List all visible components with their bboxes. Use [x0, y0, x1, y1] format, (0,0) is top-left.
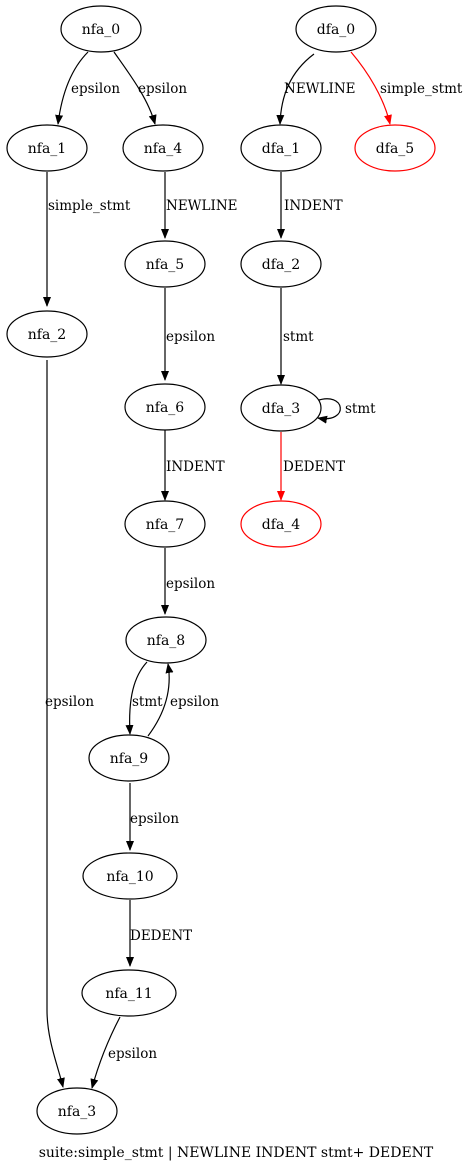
nfa-nodes: nfa_0 nfa_1 nfa_4 nfa_5 nfa_2 nfa_6 nfa_… — [6, 5, 207, 1135]
node-nfa-2[interactable]: nfa_2 — [6, 310, 88, 358]
edge-label-nfa11-nfa3: epsilon — [108, 1046, 157, 1062]
node-label: dfa_1 — [262, 141, 300, 157]
node-label: dfa_3 — [262, 401, 300, 417]
node-dfa-2[interactable]: dfa_2 — [240, 240, 322, 288]
edge-label-nfa10-nfa11: DEDENT — [130, 928, 192, 944]
edge-nfa11-nfa3 — [90, 1016, 121, 1089]
node-nfa-10[interactable]: nfa_10 — [82, 852, 178, 900]
node-nfa-6[interactable]: nfa_6 — [124, 383, 206, 431]
node-dfa-4-accepting[interactable]: dfa_4 — [240, 500, 322, 548]
node-nfa-7[interactable]: nfa_7 — [124, 500, 206, 548]
edge-label-nfa9-nfa8: epsilon — [170, 694, 219, 710]
node-label: dfa_0 — [317, 22, 355, 38]
edge-label-dfa0-dfa5: simple_stmt — [380, 81, 463, 97]
node-label: nfa_4 — [144, 141, 183, 157]
node-dfa-0[interactable]: dfa_0 — [295, 5, 377, 53]
node-label: nfa_1 — [28, 141, 66, 157]
edge-label-nfa9-nfa10: epsilon — [130, 811, 179, 827]
edge-nfa9-nfa8 — [147, 663, 174, 737]
node-nfa-1[interactable]: nfa_1 — [6, 124, 88, 172]
node-label: nfa_10 — [106, 869, 153, 885]
diagram-caption: suite:simple_stmt | NEWLINE INDENT stmt+… — [39, 1145, 434, 1161]
node-nfa-0[interactable]: nfa_0 — [60, 5, 142, 53]
edge-label-dfa1-dfa2: INDENT — [284, 198, 343, 214]
node-nfa-3[interactable]: nfa_3 — [36, 1087, 118, 1135]
edge-nfa0-nfa4 — [113, 51, 157, 125]
node-label: nfa_11 — [105, 986, 152, 1002]
node-label: nfa_2 — [28, 327, 66, 343]
edge-nfa2-nfa3 — [46, 360, 65, 1088]
node-nfa-11[interactable]: nfa_11 — [81, 969, 177, 1017]
node-label: dfa_2 — [262, 257, 300, 273]
nfa-edge-labels: epsilon epsilon simple_stmt NEWLINE epsi… — [45, 81, 238, 1062]
node-label: nfa_3 — [58, 1104, 96, 1120]
node-nfa-8[interactable]: nfa_8 — [125, 616, 207, 664]
node-label: dfa_4 — [262, 517, 300, 533]
edge-label-dfa3-dfa4: DEDENT — [283, 459, 345, 475]
edge-dfa3-dfa3-loop — [315, 398, 341, 424]
node-dfa-1[interactable]: dfa_1 — [240, 124, 322, 172]
edge-nfa8-nfa9 — [125, 661, 148, 735]
dfa-nodes: dfa_0 dfa_1 dfa_5 dfa_2 dfa_3 dfa_4 — [240, 5, 436, 548]
node-label: dfa_5 — [376, 141, 414, 157]
node-nfa-5[interactable]: nfa_5 — [124, 240, 206, 288]
node-nfa-9[interactable]: nfa_9 — [88, 734, 170, 782]
dfa-edge-labels: NEWLINE simple_stmt INDENT stmt stmt DED… — [283, 81, 463, 475]
node-nfa-4[interactable]: nfa_4 — [122, 124, 204, 172]
edge-label-nfa2-nfa3: epsilon — [45, 694, 94, 710]
edge-label-nfa0-nfa1: epsilon — [71, 81, 120, 97]
nfa-edges — [43, 51, 174, 1089]
edge-label-nfa5-nfa6: epsilon — [166, 329, 215, 345]
node-label: nfa_8 — [147, 633, 185, 649]
node-dfa-3[interactable]: dfa_3 — [240, 384, 322, 432]
edge-dfa0-dfa1 — [276, 53, 315, 125]
edge-label-nfa0-nfa4: epsilon — [138, 81, 187, 97]
edge-dfa0-dfa5 — [350, 51, 392, 125]
edge-label-dfa3-dfa3: stmt — [345, 401, 376, 417]
dfa-edges — [276, 51, 392, 501]
node-label: nfa_6 — [146, 400, 185, 416]
node-label: nfa_0 — [82, 22, 120, 38]
edge-nfa0-nfa1 — [55, 51, 89, 125]
edge-label-dfa0-dfa1: NEWLINE — [284, 81, 356, 97]
node-label: nfa_5 — [146, 257, 184, 273]
edge-label-nfa7-nfa8: epsilon — [166, 576, 215, 592]
edge-label-nfa4-nfa5: NEWLINE — [166, 198, 238, 214]
node-label: nfa_9 — [110, 751, 148, 767]
edge-label-dfa2-dfa3: stmt — [283, 329, 314, 345]
node-label: nfa_7 — [146, 517, 184, 533]
edge-label-nfa6-nfa7: INDENT — [166, 459, 225, 475]
node-dfa-5-accepting[interactable]: dfa_5 — [354, 124, 436, 172]
edge-label-nfa1-nfa2: simple_stmt — [48, 198, 131, 214]
edge-label-nfa8-nfa9: stmt — [132, 694, 163, 710]
